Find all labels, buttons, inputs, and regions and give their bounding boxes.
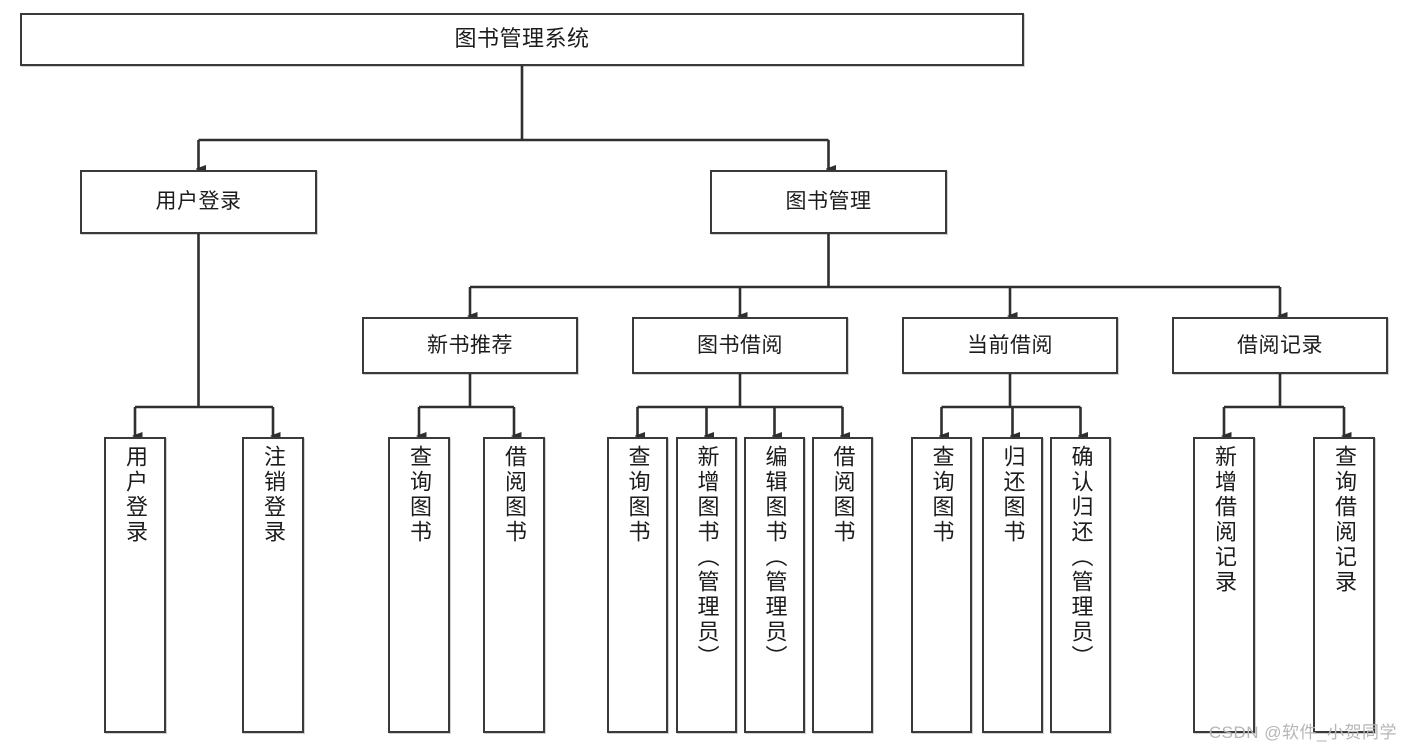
node-label: 查询图书 <box>625 445 651 545</box>
node-label: 查询借阅记录 <box>1331 445 1357 595</box>
leaf-add-book-admin[interactable]: 新增图书（管理员） <box>676 437 737 733</box>
node-label: 归还图书 <box>1000 445 1026 545</box>
leaf-borrow-book-recommend[interactable]: 借阅图书 <box>483 437 545 733</box>
node-book-borrow[interactable]: 图书借阅 <box>632 317 848 374</box>
leaf-edit-book-admin[interactable]: 编辑图书（管理员） <box>744 437 805 733</box>
node-label: 图书管理 <box>785 190 872 214</box>
node-label: 查询图书 <box>406 445 432 545</box>
leaf-query-book-current[interactable]: 查询图书 <box>911 437 972 733</box>
leaf-borrow-book[interactable]: 借阅图书 <box>812 437 873 733</box>
node-label: 新书推荐 <box>427 333 513 357</box>
node-borrow-record[interactable]: 借阅记录 <box>1172 317 1388 374</box>
leaf-add-borrow-record[interactable]: 新增借阅记录 <box>1193 437 1255 733</box>
node-label: 新增图书（管理员） <box>694 445 720 670</box>
node-label: 当前借阅 <box>967 333 1053 357</box>
node-label: 注销登录 <box>260 445 286 545</box>
node-label: 借阅图书 <box>830 445 856 545</box>
node-current-borrow[interactable]: 当前借阅 <box>902 317 1118 374</box>
node-label: 新增借阅记录 <box>1211 445 1237 595</box>
node-label: 用户登录 <box>155 190 242 214</box>
leaf-query-borrow-record[interactable]: 查询借阅记录 <box>1313 437 1375 733</box>
node-new-book-recommend[interactable]: 新书推荐 <box>362 317 578 374</box>
node-root[interactable]: 图书管理系统 <box>20 13 1024 66</box>
leaf-logout[interactable]: 注销登录 <box>242 437 304 733</box>
node-label: 图书管理系统 <box>454 26 590 52</box>
leaf-query-book-borrow[interactable]: 查询图书 <box>607 437 668 733</box>
node-book-management[interactable]: 图书管理 <box>710 170 947 234</box>
leaf-return-book[interactable]: 归还图书 <box>982 437 1043 733</box>
node-label: 图书借阅 <box>697 333 783 357</box>
leaf-query-book-recommend[interactable]: 查询图书 <box>388 437 450 733</box>
node-label: 编辑图书（管理员） <box>762 445 788 670</box>
node-label: 查询图书 <box>929 445 955 545</box>
watermark: CSDN @软件_小贺同学 <box>1208 723 1397 742</box>
node-label: 借阅图书 <box>501 445 527 545</box>
node-label: 借阅记录 <box>1237 333 1323 357</box>
node-label: 用户登录 <box>122 445 148 545</box>
leaf-confirm-return-admin[interactable]: 确认归还（管理员） <box>1050 437 1111 733</box>
node-user-login[interactable]: 用户登录 <box>80 170 317 234</box>
leaf-user-login[interactable]: 用户登录 <box>104 437 166 733</box>
node-label: 确认归还（管理员） <box>1068 445 1094 670</box>
